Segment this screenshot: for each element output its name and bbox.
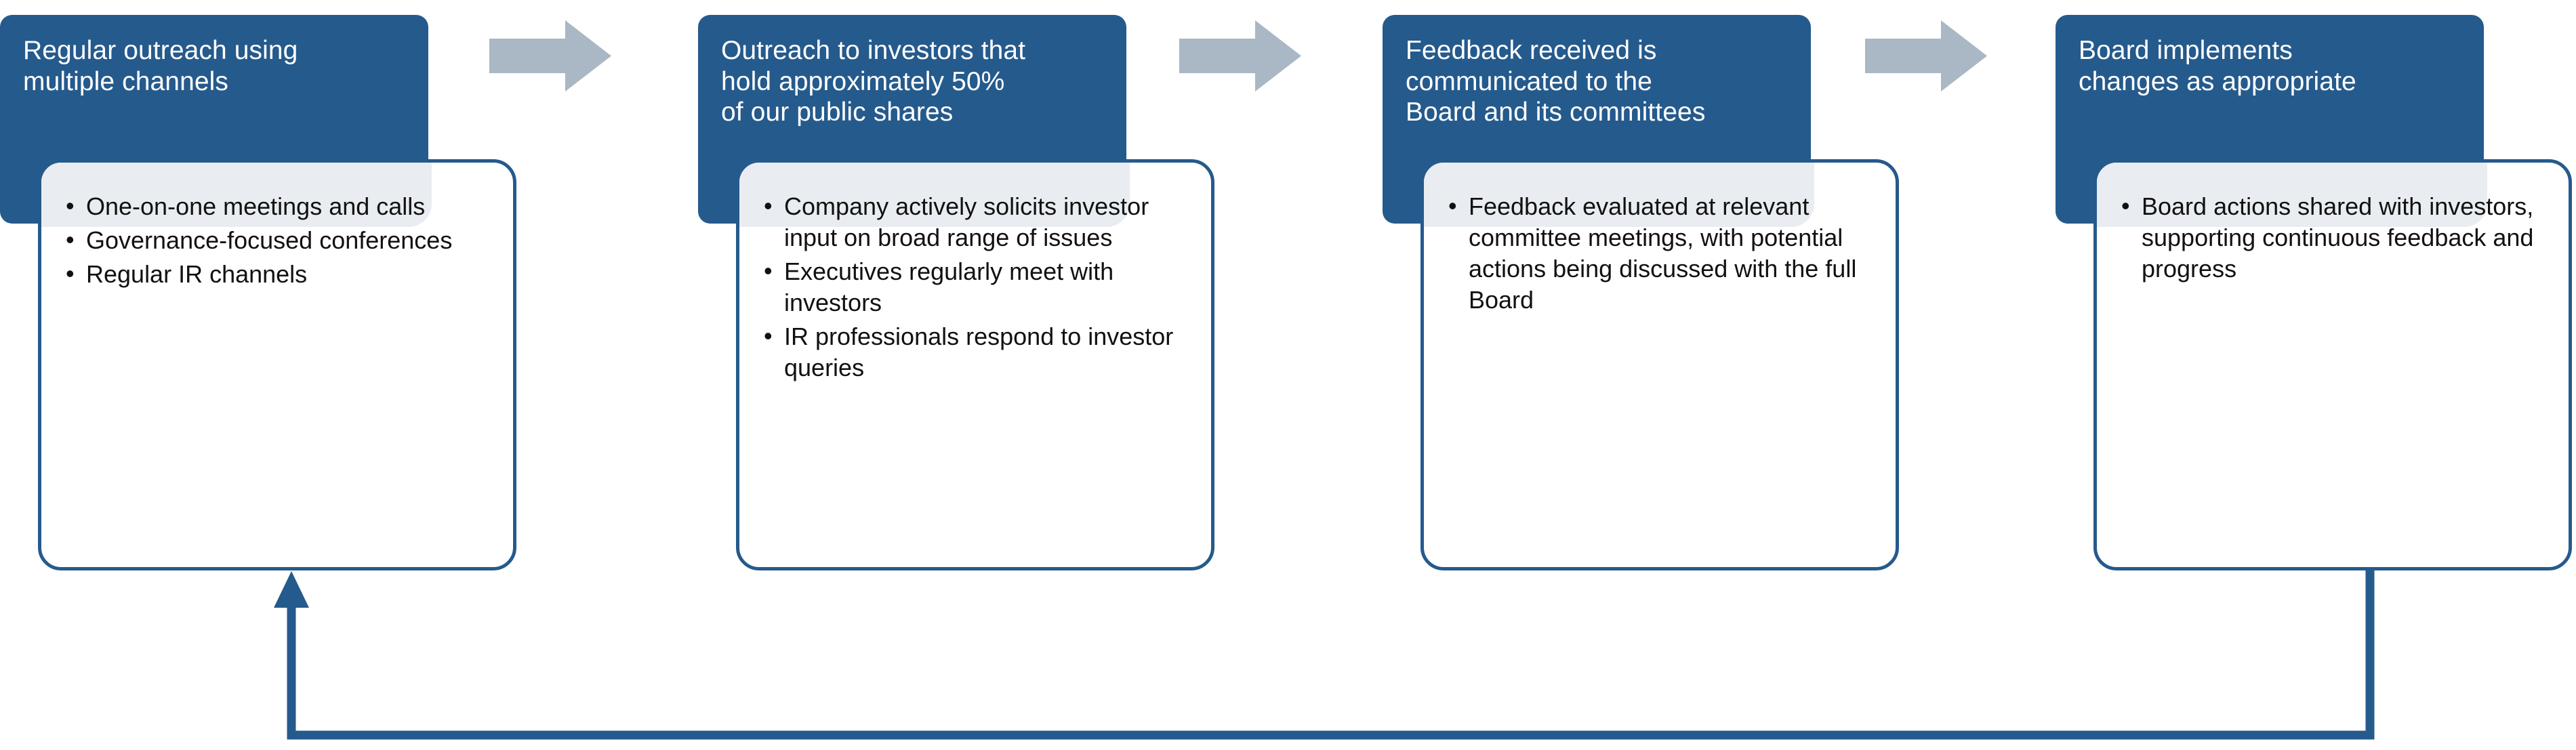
- stage-1[interactable]: Regular outreach using multiple channels…: [0, 0, 522, 750]
- list-item: Executives regularly meet with investors: [764, 255, 1191, 318]
- stage-3-header-text: Feedback received is communicated to the…: [1406, 36, 1706, 127]
- stage-4-card: Board actions shared with investors, sup…: [2093, 159, 2572, 570]
- stage-2-header-text: Outreach to investors that hold approxim…: [721, 36, 1026, 127]
- right-block-arrow-icon: [1865, 20, 1987, 91]
- stage-2-card: Company actively solicits investor input…: [736, 159, 1214, 570]
- stage-4[interactable]: Board implements changes as appropriate …: [2056, 0, 2576, 750]
- right-block-arrow-icon: [489, 20, 611, 91]
- stage-4-bullet-list: Board actions shared with investors, sup…: [2097, 163, 2569, 285]
- arrow-2-to-3: [1179, 20, 1301, 91]
- stage-1-card: One-on-one meetings and calls Governance…: [38, 159, 516, 570]
- stage-3-bullet-list: Feedback evaluated at relevant committee…: [1424, 163, 1896, 316]
- list-item: Feedback evaluated at relevant committee…: [1448, 190, 1875, 316]
- stage-3[interactable]: Feedback received is communicated to the…: [1383, 0, 1904, 750]
- arrow-3-to-4: [1865, 20, 1987, 91]
- list-item: One-on-one meetings and calls: [66, 190, 493, 222]
- stage-3-card: Feedback evaluated at relevant committee…: [1420, 159, 1899, 570]
- list-item: Board actions shared with investors, sup…: [2121, 190, 2548, 285]
- stage-2-bullet-list: Company actively solicits investor input…: [739, 163, 1211, 383]
- list-item: Company actively solicits investor input…: [764, 190, 1191, 253]
- right-block-arrow-icon: [1179, 20, 1301, 91]
- stage-2[interactable]: Outreach to investors that hold approxim…: [698, 0, 1220, 750]
- stage-1-bullet-list: One-on-one meetings and calls Governance…: [41, 163, 513, 290]
- stage-4-header-text: Board implements changes as appropriate: [2079, 36, 2356, 96]
- arrow-1-to-2: [489, 20, 611, 91]
- list-item: Governance-focused conferences: [66, 224, 493, 256]
- stage-1-header-text: Regular outreach using multiple channels: [23, 36, 298, 96]
- list-item: Regular IR channels: [66, 258, 493, 290]
- list-item: IR professionals respond to investor que…: [764, 320, 1191, 383]
